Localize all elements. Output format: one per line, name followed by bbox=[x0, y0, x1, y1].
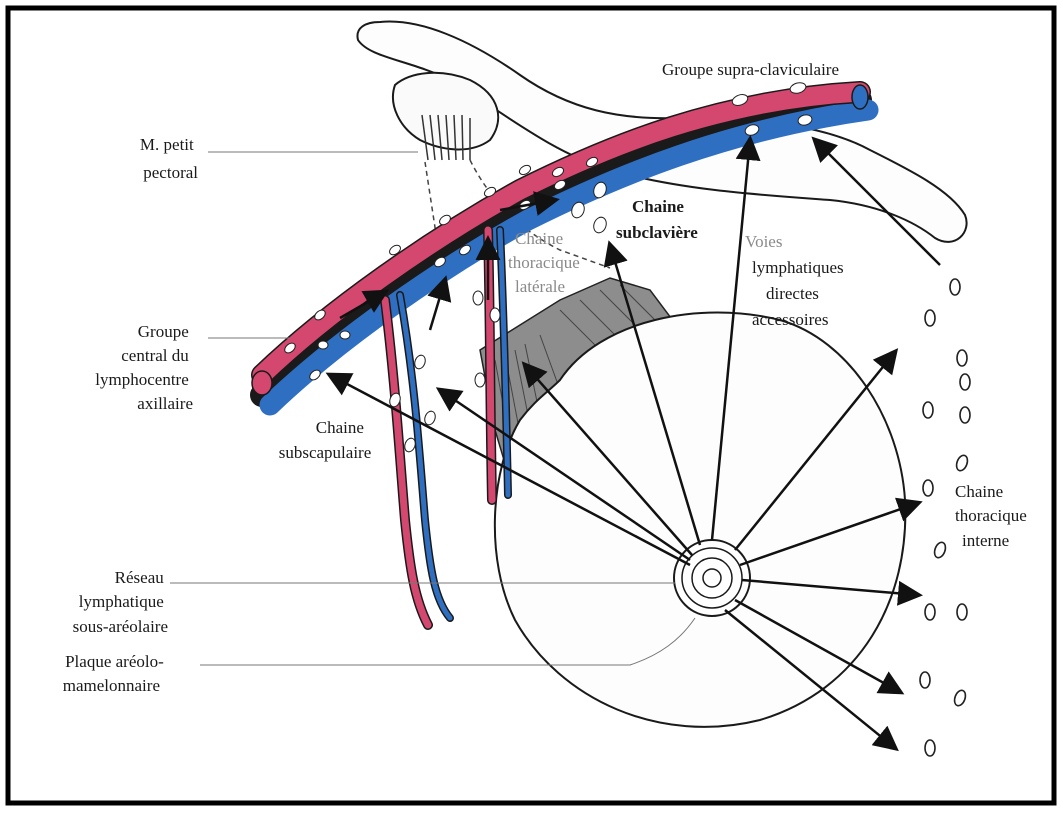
nipple-areola bbox=[674, 540, 750, 616]
label-supra-claviculaire: Groupe supra-claviculaire bbox=[662, 60, 839, 79]
